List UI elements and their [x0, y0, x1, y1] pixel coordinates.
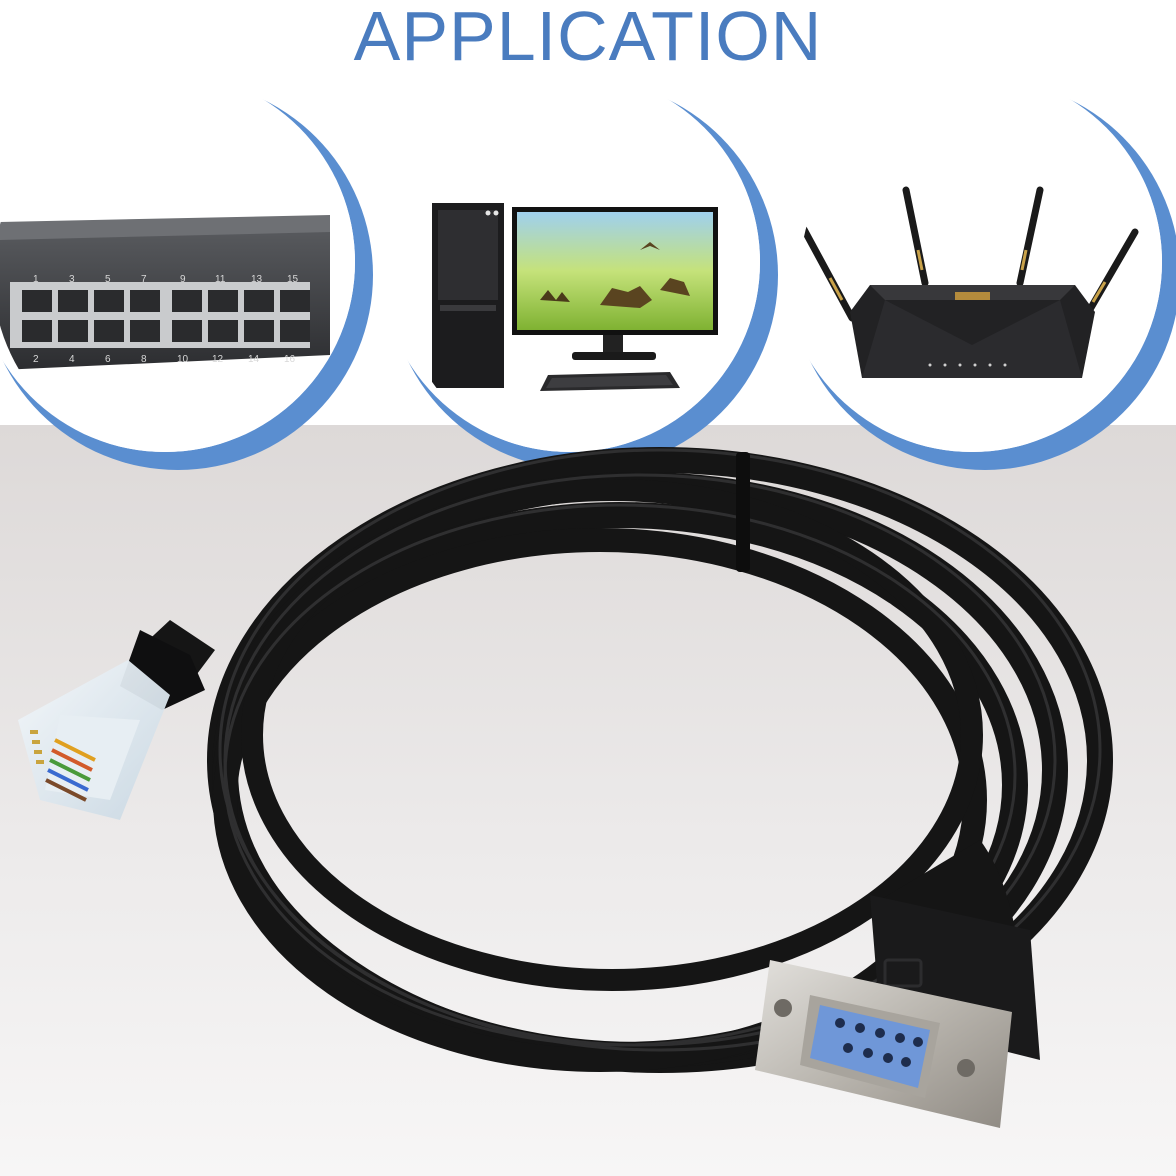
- app-circle-router: [782, 72, 1176, 470]
- svg-text:4: 4: [69, 354, 75, 365]
- svg-text:15: 15: [287, 274, 299, 285]
- svg-text:6: 6: [105, 354, 111, 365]
- rj45-plug: [18, 660, 170, 820]
- svg-text:12: 12: [212, 354, 224, 365]
- switch-port-labels: 1 3 5 7 9 11 13 15 2 4 6 8 10 12 14 16: [33, 274, 299, 365]
- svg-text:13: 13: [251, 274, 263, 285]
- network-switch-icon: 1 3 5 7 9 11 13 15 2 4 6 8 10 12 14 16: [0, 90, 355, 452]
- db9-shell: [755, 960, 1012, 1128]
- svg-text:1: 1: [33, 274, 39, 285]
- desktop-computer-icon: [398, 90, 760, 452]
- app-circle-computer: [380, 72, 778, 470]
- svg-text:7: 7: [141, 274, 147, 285]
- svg-text:10: 10: [177, 354, 189, 365]
- db9-connector: [755, 840, 1040, 1128]
- wireless-router-icon: [800, 90, 1162, 452]
- console-cable: [18, 447, 1113, 1128]
- cable-tie: [736, 452, 750, 572]
- app-circle-switch: 1 3 5 7 9 11 13 15 2 4 6 8 10 12 14 16: [0, 72, 373, 470]
- switch-ports: [22, 290, 310, 342]
- rj45-connector: [18, 620, 215, 820]
- svg-text:2: 2: [33, 354, 39, 365]
- svg-text:5: 5: [105, 274, 111, 285]
- svg-text:3: 3: [69, 274, 75, 285]
- svg-text:8: 8: [141, 354, 147, 365]
- svg-text:11: 11: [215, 274, 226, 285]
- svg-text:16: 16: [284, 354, 296, 365]
- page-title: APPLICATION: [353, 0, 823, 75]
- svg-text:14: 14: [248, 354, 260, 365]
- svg-text:9: 9: [180, 274, 186, 285]
